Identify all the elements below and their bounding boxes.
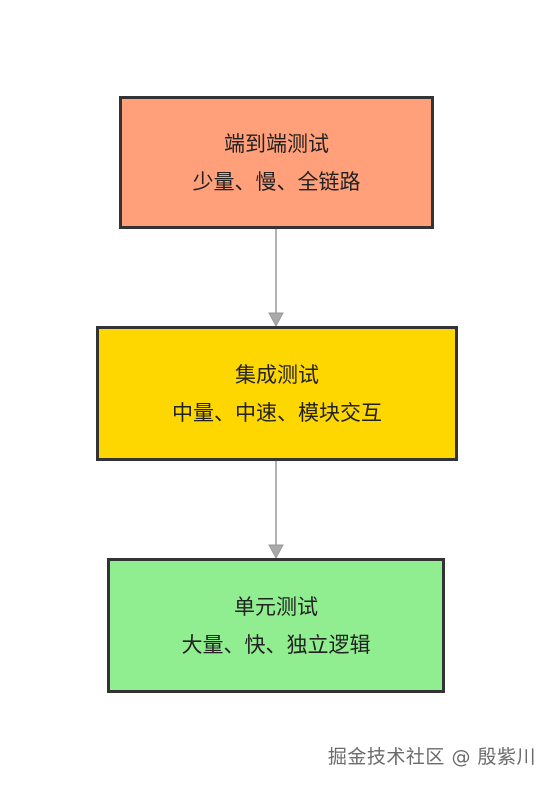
arrowhead-icon <box>268 544 284 560</box>
edge-e2e-to-integration <box>268 229 284 328</box>
node-unit-test: 单元测试 大量、快、独立逻辑 <box>107 558 445 693</box>
node-subtitle: 大量、快、独立逻辑 <box>181 632 371 657</box>
node-title: 单元测试 <box>234 594 318 619</box>
watermark: 掘金技术社区 @ 殷紫川 <box>327 746 536 768</box>
arrowhead-icon <box>268 312 284 328</box>
node-title: 集成测试 <box>235 362 319 387</box>
node-title: 端到端测试 <box>224 131 329 156</box>
node-subtitle: 中量、中速、模块交互 <box>172 400 382 425</box>
node-e2e-test: 端到端测试 少量、慢、全链路 <box>119 96 434 229</box>
edge-integration-to-unit <box>268 461 284 560</box>
node-integration-test: 集成测试 中量、中速、模块交互 <box>96 326 458 461</box>
node-subtitle: 少量、慢、全链路 <box>192 169 361 194</box>
